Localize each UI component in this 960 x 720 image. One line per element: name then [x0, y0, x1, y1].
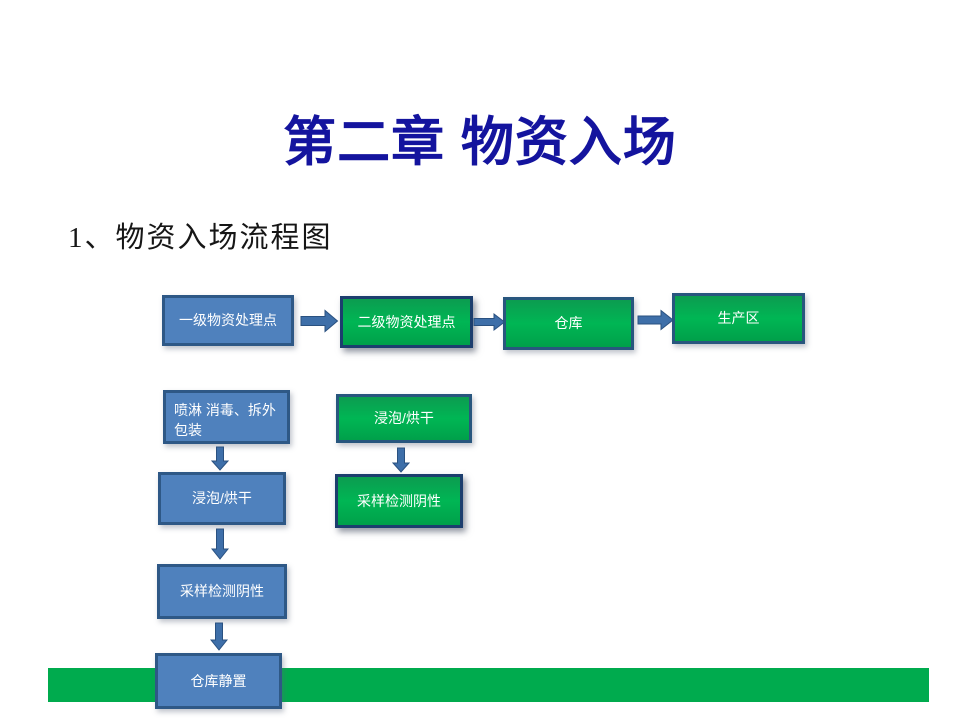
flow-box-label: 浸泡/烘干 — [374, 410, 434, 427]
flow-box-sample-test-middle: 采样检测阴性 — [335, 474, 463, 528]
section-subtitle: 1、物资入场流程图 — [68, 222, 333, 254]
flow-box-soak-dry-middle: 浸泡/烘干 — [336, 394, 472, 443]
flow-box-label: 采样检测阴性 — [180, 583, 264, 600]
arrow-down-icon — [211, 528, 229, 560]
arrow-right-icon — [300, 309, 339, 333]
flow-box-level1-processing: 一级物资处理点 — [162, 295, 294, 346]
flow-box-spray-disinfect: 喷淋 消毒、拆外包装 — [163, 390, 290, 444]
flow-box-level2-processing: 二级物资处理点 — [340, 296, 473, 348]
flow-box-production-area: 生产区 — [672, 293, 805, 344]
flow-box-label: 仓库静置 — [190, 672, 247, 689]
arrow-down-icon — [392, 447, 410, 473]
arrow-down-icon — [210, 622, 228, 651]
flow-box-soak-dry-left: 浸泡/烘干 — [158, 472, 286, 525]
page-title: 第二章 物资入场 — [283, 113, 677, 172]
flow-box-label: 二级物资处理点 — [357, 313, 456, 330]
flow-box-warehouse: 仓库 — [503, 297, 634, 350]
flow-box-sample-test-left: 采样检测阴性 — [157, 564, 287, 619]
flow-box-label: 仓库 — [554, 315, 583, 332]
arrow-down-icon — [211, 446, 229, 471]
flow-box-label: 一级物资处理点 — [179, 312, 277, 329]
flow-box-label: 喷淋 消毒、拆外包装 — [174, 402, 276, 439]
arrow-right-icon — [637, 309, 674, 331]
flow-box-label: 生产区 — [717, 310, 760, 327]
flow-box-label: 采样检测阴性 — [357, 492, 441, 509]
flow-box-warehouse-rest: 仓库静置 — [155, 653, 282, 709]
flow-box-label: 浸泡/烘干 — [192, 490, 252, 507]
arrow-right-icon — [473, 312, 506, 332]
